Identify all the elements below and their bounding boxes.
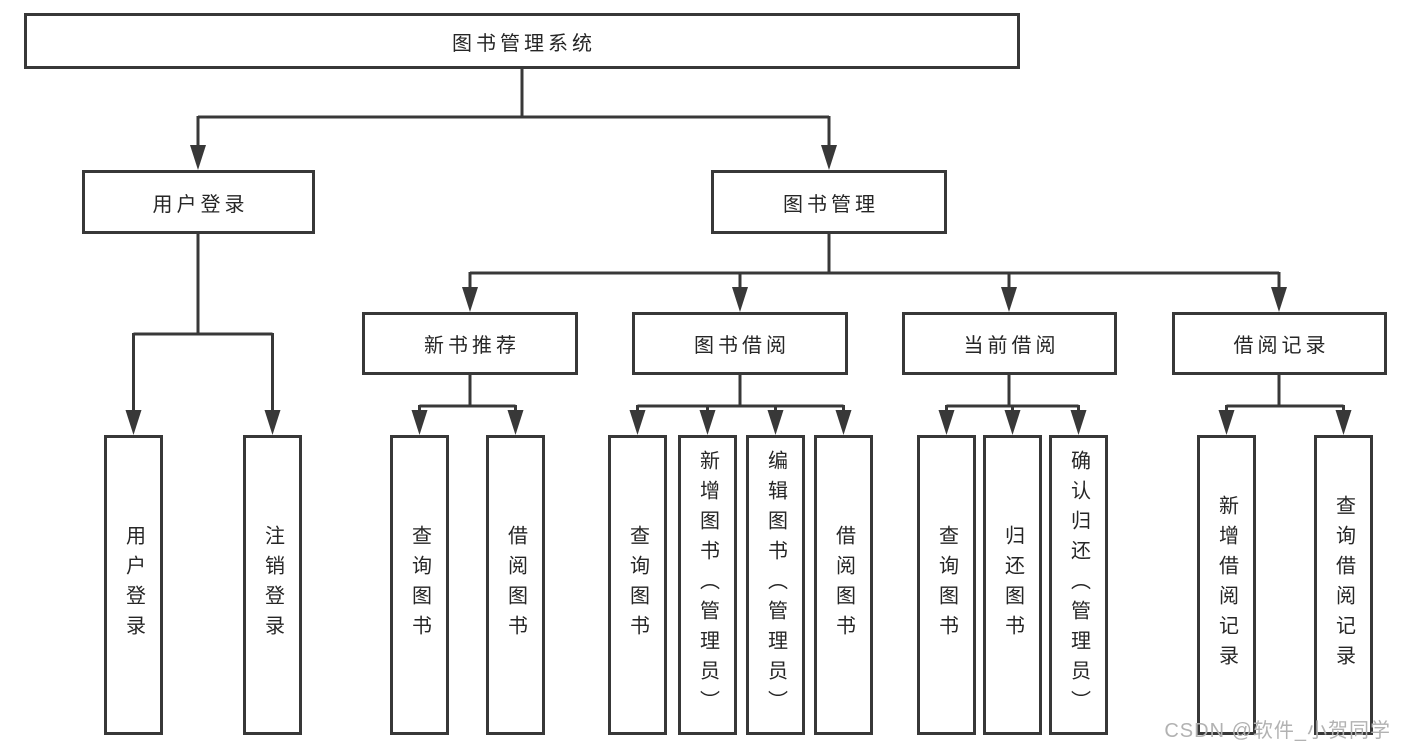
node-label: 查询图书	[935, 525, 958, 645]
node-label: 用户登录	[152, 193, 249, 216]
arrowheads	[125, 145, 1352, 435]
leaf-query-books-recommend: 查询图书	[390, 435, 449, 735]
arrowhead-icon	[821, 145, 837, 170]
connector-current	[945, 373, 1080, 414]
leaf-query-borrow-record: 查询借阅记录	[1314, 435, 1373, 735]
arrowhead-icon	[699, 410, 716, 435]
leaf-confirm-return-admin: 确认归还（管理员）	[1049, 435, 1108, 735]
connector-login	[132, 232, 274, 413]
node-borrow-records: 借阅记录	[1172, 312, 1387, 375]
csdn-watermark: CSDN @软件_小贺同学	[1164, 720, 1391, 742]
node-label: 当前借阅	[963, 335, 1060, 357]
node-label: 新书推荐	[424, 335, 520, 357]
node-label: 借阅图书	[504, 525, 527, 645]
node-label: 图书管理系统	[452, 32, 596, 55]
node-label: 查询图书	[626, 525, 649, 645]
connector-recommend	[418, 373, 517, 414]
node-label: 注销登录	[261, 525, 284, 645]
arrowhead-icon	[1004, 410, 1021, 435]
node-label: 新增图书（管理员）	[696, 450, 719, 720]
node-label: 用户登录	[122, 525, 145, 645]
arrowhead-icon	[1271, 287, 1287, 312]
node-label: 图书借阅	[694, 335, 790, 357]
node-label: 图书管理	[783, 193, 879, 216]
arrowhead-icon	[629, 410, 646, 435]
node-library-system: 图书管理系统	[24, 13, 1020, 69]
node-label: 查询借阅记录	[1332, 495, 1355, 675]
connector-borrowing	[636, 373, 845, 414]
leaf-logout: 注销登录	[243, 435, 302, 735]
node-book-borrowing: 图书借阅	[632, 312, 848, 375]
leaf-add-borrow-record: 新增借阅记录	[1197, 435, 1256, 735]
connector-root	[196, 68, 831, 148]
arrowhead-icon	[125, 410, 142, 435]
arrowhead-icon	[190, 145, 206, 170]
arrowhead-icon	[732, 287, 748, 312]
node-new-book-recommend: 新书推荐	[362, 312, 578, 375]
connector-lines	[132, 68, 1345, 414]
node-label: 新增借阅记录	[1215, 495, 1238, 675]
node-label: 借阅记录	[1233, 335, 1330, 357]
arrowhead-icon	[462, 287, 478, 312]
arrowhead-icon	[1218, 410, 1235, 435]
connector-records	[1225, 373, 1345, 414]
leaf-user-login: 用户登录	[104, 435, 163, 735]
arrowhead-icon	[767, 410, 784, 435]
node-book-management: 图书管理	[711, 170, 947, 234]
node-label: 借阅图书	[832, 525, 855, 645]
arrowhead-icon	[264, 410, 281, 435]
node-user-login: 用户登录	[82, 170, 315, 234]
arrowhead-icon	[411, 410, 428, 435]
leaf-return-books: 归还图书	[983, 435, 1042, 735]
node-label: 查询图书	[408, 525, 431, 645]
arrowhead-icon	[835, 410, 852, 435]
arrowhead-icon	[1070, 410, 1087, 435]
node-label: 归还图书	[1001, 525, 1024, 645]
leaf-add-books-admin: 新增图书（管理员）	[678, 435, 737, 735]
leaf-edit-books-admin: 编辑图书（管理员）	[746, 435, 805, 735]
node-label: 编辑图书（管理员）	[764, 450, 787, 720]
leaf-query-books-current: 查询图书	[917, 435, 976, 735]
leaf-query-books-borrowing: 查询图书	[608, 435, 667, 735]
leaf-borrow-books-recommend: 借阅图书	[486, 435, 545, 735]
arrowhead-icon	[938, 410, 955, 435]
node-label: 确认归还（管理员）	[1067, 450, 1090, 720]
connector-management	[468, 232, 1281, 292]
leaf-borrow-books: 借阅图书	[814, 435, 873, 735]
arrowhead-icon	[507, 410, 524, 435]
arrowhead-icon	[1335, 410, 1352, 435]
node-current-borrowing: 当前借阅	[902, 312, 1117, 375]
arrowhead-icon	[1001, 287, 1017, 312]
